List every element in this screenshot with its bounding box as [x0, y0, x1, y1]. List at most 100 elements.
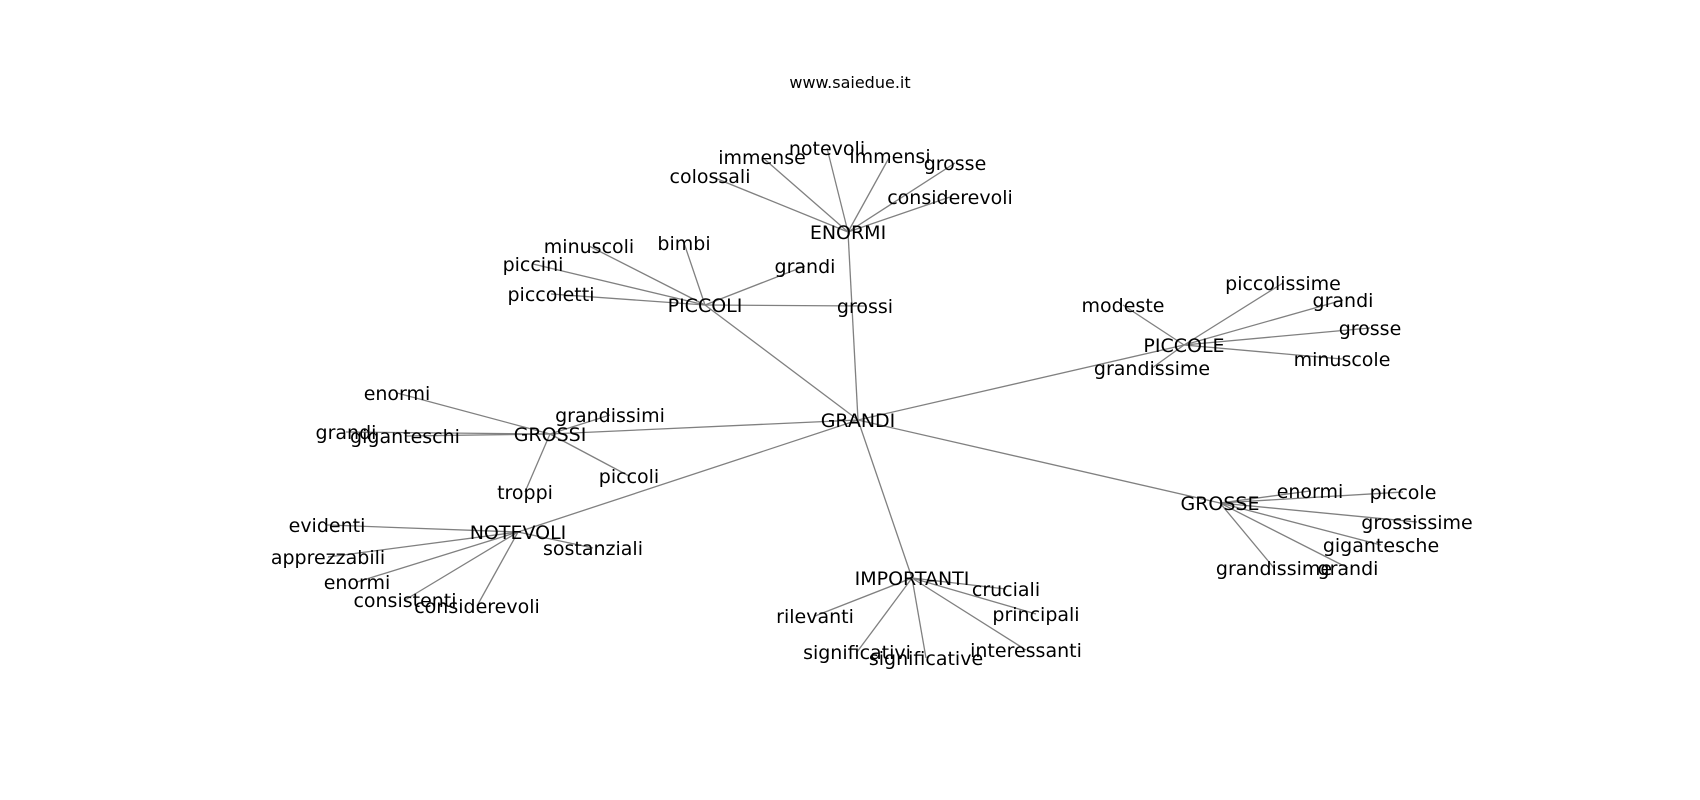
group-node-label: ENORMI: [810, 222, 886, 244]
group-node-label: NOTEVOLI: [470, 522, 567, 544]
edge-enormi-colossali: [709, 175, 849, 233]
child-node-label: grossi: [837, 296, 893, 318]
edge-grosse-enormi: [1219, 490, 1311, 504]
graph-labels: colossaliimmensenotevoliimmensigrossecon…: [271, 138, 1473, 670]
child-node-label: minuscoli: [544, 236, 634, 258]
edge-grossi-piccoli: [549, 433, 630, 477]
child-node-label: notevoli: [789, 138, 865, 160]
group-node-label: PICCOLI: [668, 295, 743, 317]
child-node-label: grandi: [775, 256, 836, 278]
edge-importanti-significativi: [856, 577, 913, 653]
edge-piccole-grandissime: [1151, 344, 1185, 369]
edge-piccoli-piccini: [532, 263, 706, 306]
group-node-label: PICCOLE: [1143, 335, 1224, 357]
child-node-label: giganteschi: [350, 426, 460, 448]
edge-piccole-piccolissime: [1183, 282, 1284, 346]
child-node-label: grossissime: [1361, 512, 1472, 534]
child-node-label: modeste: [1082, 295, 1165, 317]
child-node-label: enormi: [1277, 481, 1344, 503]
edge-grosse-grandi: [1219, 502, 1349, 569]
child-node-label: grandi: [316, 422, 377, 444]
edge-grossi-giganteschi: [404, 433, 551, 437]
edge-importanti-significative: [911, 577, 927, 659]
edge-grossi-grandi: [345, 431, 551, 435]
edge-grossi-enormi: [396, 392, 551, 435]
edge-piccoli-grandi: [704, 265, 806, 306]
edge-enormi-considerevoli: [847, 196, 951, 233]
edge-enormi-grosse: [847, 162, 956, 233]
edge-root-notevoli: [517, 419, 859, 533]
edge-grosse-grossissime: [1219, 502, 1418, 523]
edge-root-grossi: [549, 419, 859, 435]
child-node-label: evidenti: [289, 515, 366, 537]
child-node-label: piccoli: [599, 466, 659, 488]
edge-enormi-immensi: [847, 155, 891, 233]
edge-notevoli-consistenti: [404, 531, 519, 601]
child-node-label: principali: [992, 604, 1079, 626]
group-node-label: IMPORTANTI: [855, 568, 970, 590]
group-node-label: GROSSI: [514, 424, 587, 446]
child-node-label: consistenti: [353, 590, 456, 612]
edge-root-importanti: [857, 419, 913, 579]
child-node-label: sostanziali: [543, 538, 643, 560]
edge-piccole-modeste: [1122, 304, 1185, 346]
child-node-label: cruciali: [972, 579, 1040, 601]
child-node-label: grandi: [1313, 290, 1374, 312]
edge-piccoli-piccoletti: [550, 293, 706, 306]
edge-notevoli-apprezzabili: [327, 531, 519, 558]
child-node-label: piccolissime: [1225, 273, 1341, 295]
edge-piccole-grosse: [1183, 327, 1371, 346]
child-node-label: interessanti: [970, 640, 1082, 662]
child-node-label: considerevoli: [887, 187, 1013, 209]
child-node-label: immensi: [849, 146, 930, 168]
child-node-label: apprezzabili: [271, 547, 385, 569]
edge-grosse-gigantesche: [1219, 502, 1382, 546]
child-node-label: significative: [869, 648, 983, 670]
child-node-label: bimbi: [657, 233, 710, 255]
child-node-label: considerevoli: [414, 596, 540, 618]
root-node-label: GRANDI: [821, 410, 896, 432]
child-node-label: minuscole: [1294, 349, 1391, 371]
edge-piccole-minuscole: [1183, 344, 1343, 360]
edge-importanti-interessanti: [911, 577, 1027, 651]
child-node-label: piccini: [503, 254, 564, 276]
child-node-label: troppi: [497, 482, 553, 504]
child-node-label: gigantesche: [1323, 535, 1439, 557]
edge-grosse-piccole: [1219, 491, 1404, 504]
edge-piccoli-bimbi: [683, 242, 706, 306]
graph-edges: [326, 147, 1418, 659]
child-node-label: grandi: [1318, 558, 1379, 580]
edge-root-enormi: [847, 231, 859, 421]
edge-grossi-grandissimi: [549, 414, 611, 435]
edge-piccole-grandi: [1183, 299, 1344, 346]
child-node-label: colossali: [670, 166, 751, 188]
edge-notevoli-considerevoli: [476, 531, 519, 607]
child-node-label: piccoletti: [507, 284, 594, 306]
site-title: www.saiedue.it: [789, 73, 910, 92]
child-node-label: enormi: [324, 572, 391, 594]
child-node-label: enormi: [364, 383, 431, 405]
child-node-label: piccole: [1370, 482, 1437, 504]
edge-piccoli-grossi: [704, 304, 866, 307]
edge-importanti-principali: [911, 577, 1037, 615]
group-node-label: GROSSE: [1180, 493, 1259, 515]
edge-enormi-notevoli: [826, 147, 849, 233]
edge-enormi-immense: [761, 156, 849, 233]
child-node-label: grandissimi: [555, 405, 665, 427]
edge-root-grosse: [857, 419, 1221, 504]
child-node-label: immense: [718, 147, 806, 169]
edge-root-piccoli: [704, 304, 859, 421]
edge-root-piccole: [857, 344, 1185, 421]
edge-notevoli-sostanziali: [517, 531, 594, 549]
child-node-label: grosse: [924, 153, 987, 175]
edge-notevoli-enormi: [356, 531, 519, 583]
child-node-label: rilevanti: [776, 606, 854, 628]
child-node-label: grosse: [1339, 318, 1402, 340]
child-node-label: grandissime: [1216, 558, 1332, 580]
edge-importanti-cruciali: [911, 577, 1007, 590]
edge-importanti-rilevanti: [814, 577, 913, 617]
edge-grosse-grandissime: [1219, 502, 1275, 569]
child-node-label: grandissime: [1094, 358, 1210, 380]
child-node-label: significativi: [803, 642, 911, 664]
